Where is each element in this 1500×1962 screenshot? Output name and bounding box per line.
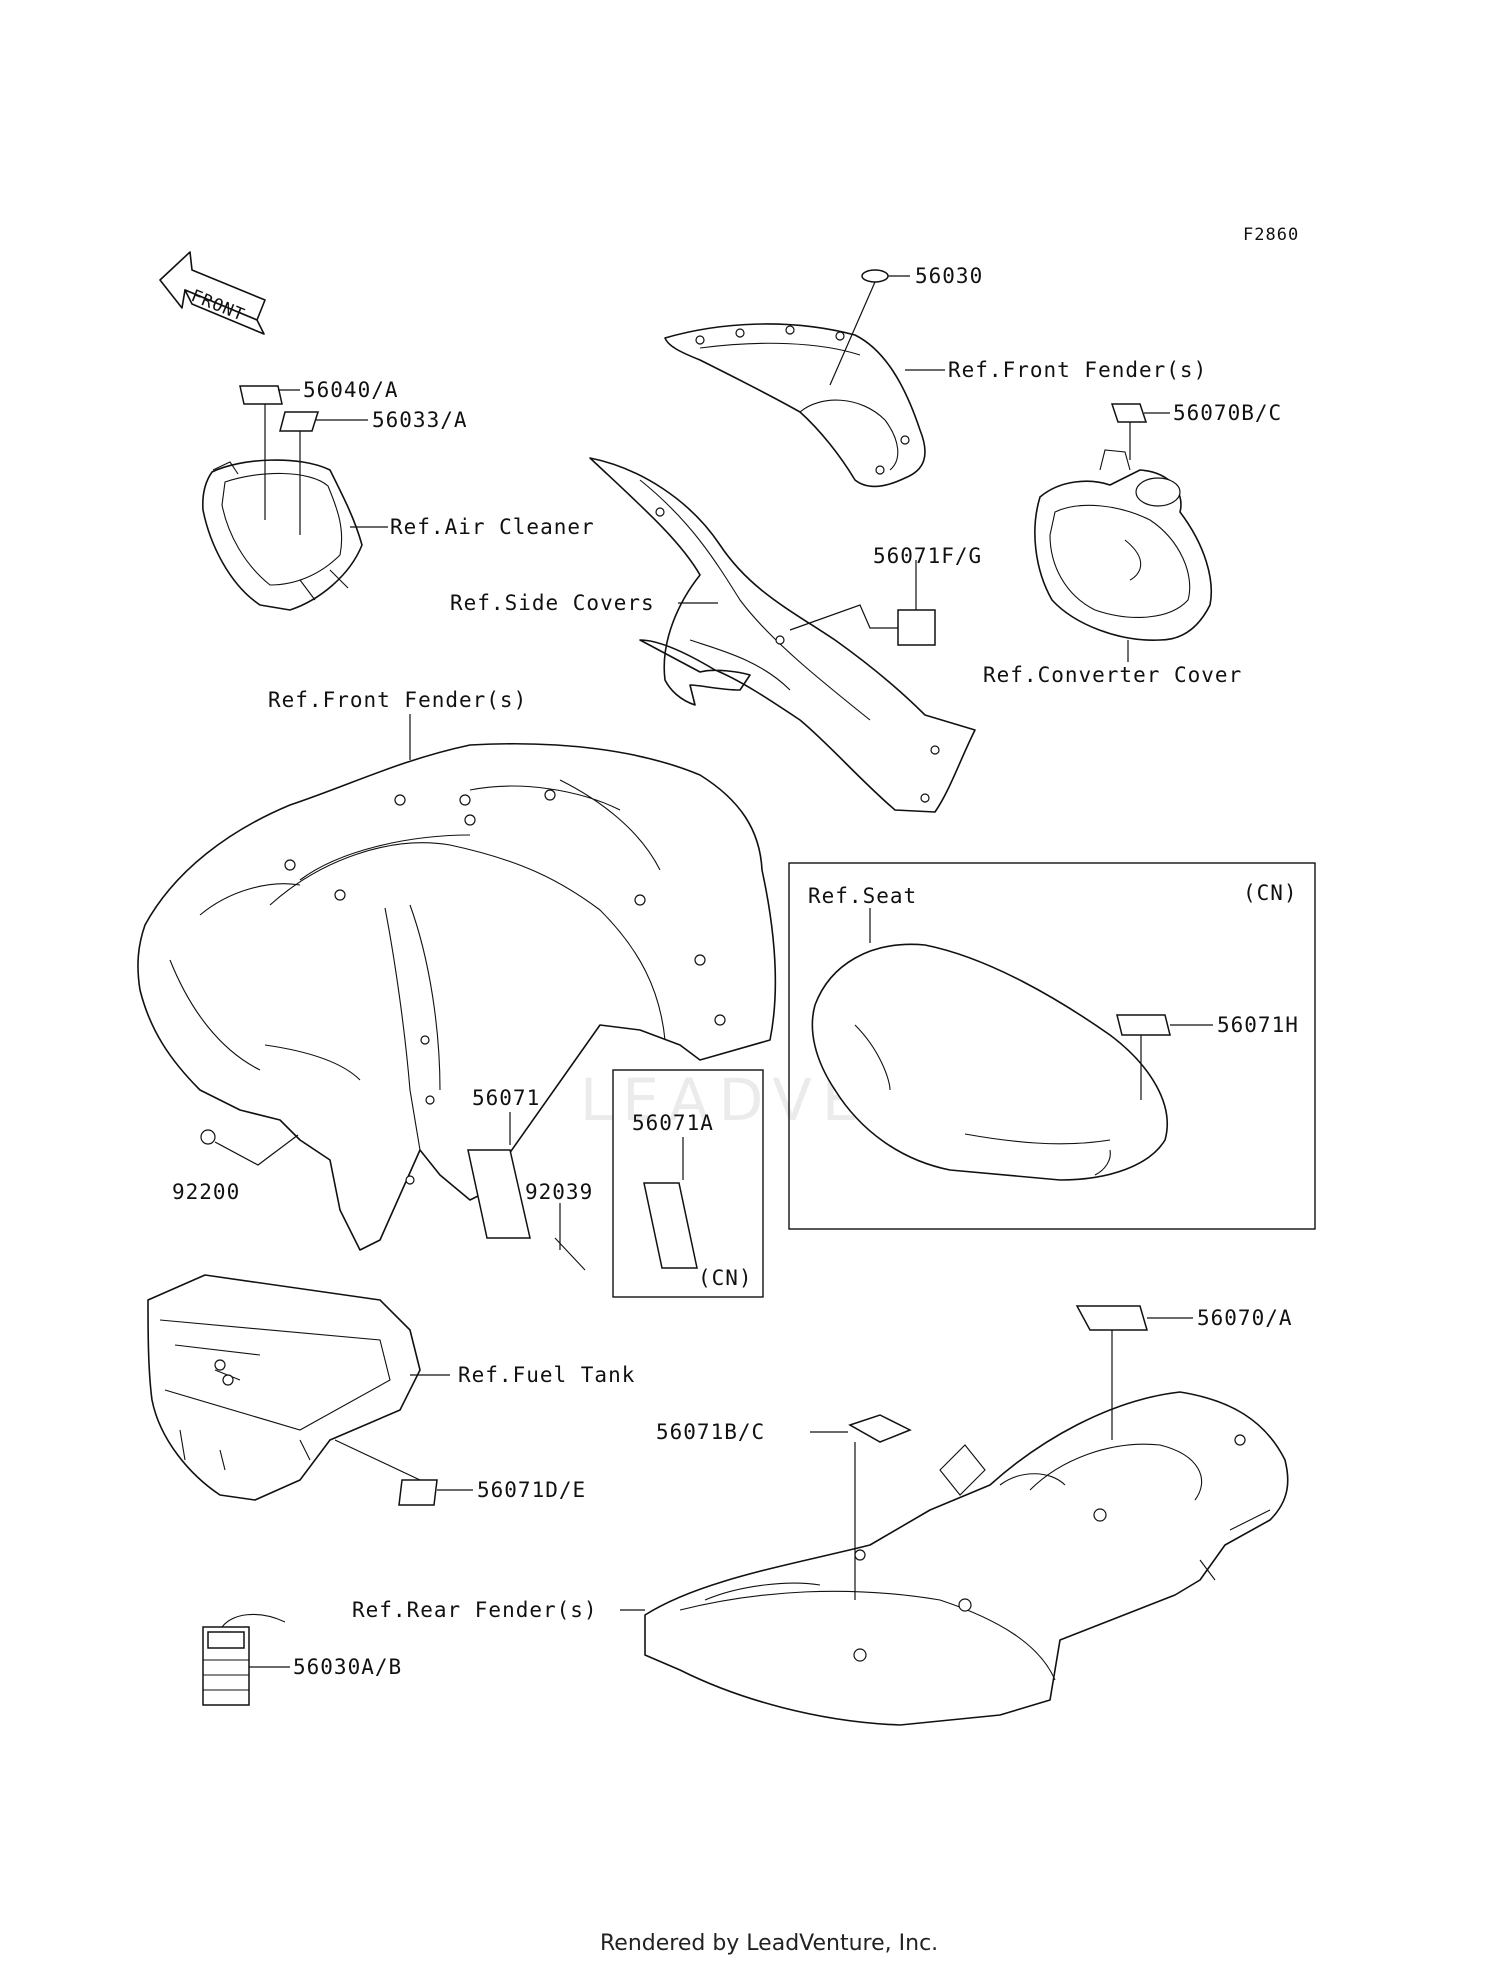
- leader-56071bc: [810, 1431, 856, 1600]
- decal-56071: [467, 1149, 531, 1239]
- leader-56071de: [334, 1439, 473, 1491]
- label-56071fg: 56071F/G: [873, 544, 982, 568]
- decal-56070bc: [1110, 403, 1148, 423]
- label-56071h: 56071H: [1217, 1013, 1299, 1037]
- part-56030-grommet: [861, 269, 889, 283]
- label-92200: 92200: [172, 1180, 240, 1204]
- label-cn-small: (CN): [698, 1266, 753, 1290]
- label-cn-seat: (CN): [1243, 881, 1298, 905]
- leader-92200: [214, 1134, 299, 1166]
- decal-56071de: [398, 1479, 438, 1506]
- decal-56071a: [643, 1182, 698, 1269]
- label-ref-rear-fender: Ref.Rear Fender(s): [352, 1598, 598, 1622]
- air-cleaner-part: [202, 459, 363, 611]
- seat-part: [811, 943, 1168, 1181]
- label-ref-front-fender-main: Ref.Front Fender(s): [268, 688, 527, 712]
- label-ref-converter-cover: Ref.Converter Cover: [983, 663, 1242, 687]
- footer-credit: Rendered by LeadVenture, Inc.: [600, 1931, 938, 1956]
- front-fender-top-part: [664, 323, 926, 488]
- part-56030ab-tag: [202, 1613, 286, 1706]
- converter-cover-part: [1034, 449, 1213, 641]
- fuel-tank-part: [147, 1274, 421, 1501]
- decal-56071h: [1116, 1014, 1171, 1036]
- label-56071: 56071: [472, 1086, 540, 1110]
- cn-box-seat: [788, 862, 1316, 1230]
- label-56033a: 56033/A: [372, 408, 468, 432]
- label-ref-front-fender-top: Ref.Front Fender(s): [948, 358, 1207, 382]
- label-ref-side-covers: Ref.Side Covers: [450, 591, 655, 615]
- label-56070bc: 56070B/C: [1173, 401, 1282, 425]
- figure-code: F2860: [1243, 225, 1299, 245]
- label-56040a: 56040/A: [303, 378, 399, 402]
- part-92200-clip: [200, 1129, 216, 1145]
- label-56070a: 56070/A: [1197, 1306, 1293, 1330]
- label-56071de: 56071D/E: [477, 1478, 586, 1502]
- decal-56071bc: [848, 1414, 912, 1443]
- front-fender-main-part: [137, 742, 777, 1251]
- leader-56070a: [1111, 1317, 1193, 1440]
- leader-56030: [829, 275, 910, 386]
- front-arrow-icon: FRONT: [159, 251, 266, 335]
- rear-fender-part: [644, 1391, 1289, 1726]
- decal-56040a: [239, 385, 283, 405]
- leader-56071fg: [789, 560, 917, 631]
- decal-56033a: [279, 411, 320, 432]
- decal-56071fg: [897, 609, 936, 646]
- label-56071a: 56071A: [632, 1111, 714, 1135]
- decal-56070a: [1075, 1305, 1148, 1331]
- label-56030: 56030: [915, 264, 983, 288]
- leader-56040a: [264, 389, 300, 520]
- cn-box-56071a: [612, 1069, 764, 1298]
- label-ref-seat: Ref.Seat: [808, 884, 917, 908]
- leader-56070bc: [1129, 412, 1170, 460]
- label-92039: 92039: [525, 1180, 593, 1204]
- label-56030ab: 56030A/B: [293, 1655, 402, 1679]
- leader-56033a: [299, 419, 368, 535]
- leader-56071h: [1140, 1024, 1213, 1100]
- label-ref-air-cleaner: Ref.Air Cleaner: [390, 515, 595, 539]
- side-covers-part: [589, 457, 976, 813]
- label-ref-fuel-tank: Ref.Fuel Tank: [458, 1363, 635, 1387]
- label-56071bc: 56071B/C: [656, 1420, 765, 1444]
